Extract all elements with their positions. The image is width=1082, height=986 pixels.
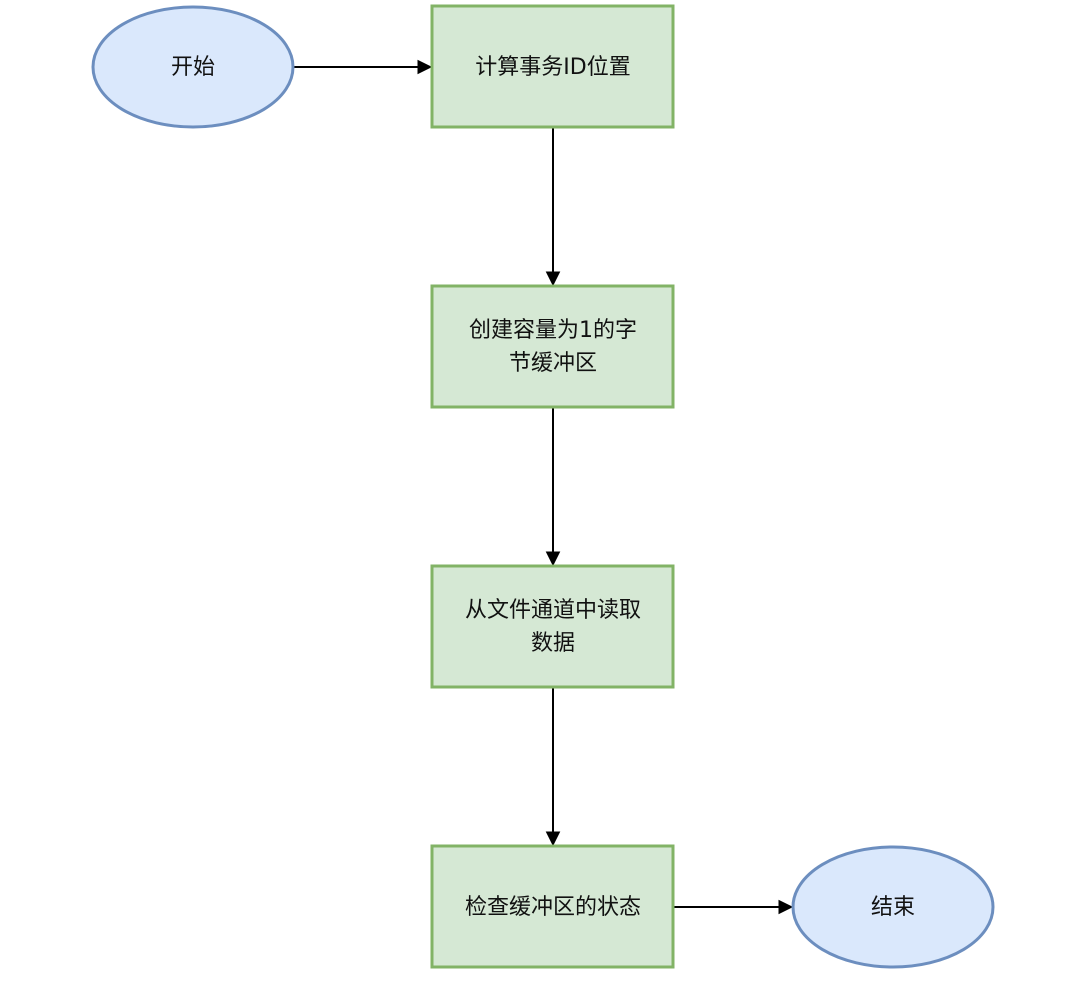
node-read-channel[interactable]: 从文件通道中读取 数据: [430, 564, 675, 689]
process-box: [430, 844, 675, 969]
edge-read-to-check: [545, 687, 561, 847]
process-box: [430, 284, 675, 409]
node-end[interactable]: 结束: [791, 845, 995, 969]
node-label: 计算事务ID位置: [475, 55, 630, 80]
edge-calc-to-create: [545, 127, 561, 287]
arrow-head-icon: [545, 271, 561, 287]
arrow-head-icon: [778, 899, 794, 915]
edge-create-to-read: [545, 407, 561, 567]
node-label-line-2: 节缓冲区: [509, 351, 597, 376]
node-label-line-1: 创建容量为1的字: [469, 318, 637, 343]
process-box: [430, 564, 675, 689]
edge-start-to-calc: [293, 59, 433, 75]
arrow-head-icon: [545, 551, 561, 567]
node-start[interactable]: 开始: [91, 5, 295, 129]
start-ellipse: [91, 5, 295, 129]
node-label: 检查缓冲区的状态: [465, 895, 641, 920]
node-label-line-2: 数据: [531, 631, 575, 656]
node-create-buffer[interactable]: 创建容量为1的字 节缓冲区: [430, 284, 675, 409]
node-calc-tx-pos[interactable]: 计算事务ID位置: [430, 4, 675, 129]
node-check-buffer[interactable]: 检查缓冲区的状态: [430, 844, 675, 969]
node-label: 开始: [171, 55, 215, 80]
edge-check-to-end: [674, 899, 794, 915]
arrow-head-icon: [545, 831, 561, 847]
node-label: 结束: [871, 895, 915, 920]
end-ellipse: [791, 845, 995, 969]
arrow-head-icon: [417, 59, 433, 75]
edges: [293, 59, 794, 915]
process-box: [430, 4, 675, 129]
node-label-line-1: 从文件通道中读取: [465, 598, 641, 623]
